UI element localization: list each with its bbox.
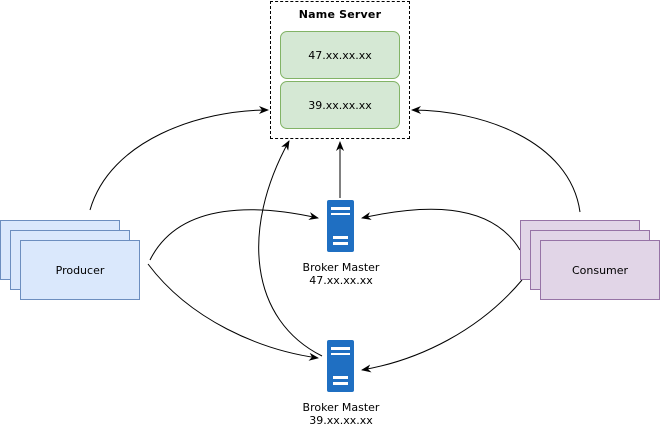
producer-label: Producer (55, 263, 105, 277)
broker-1-role: Broker Master (302, 261, 380, 274)
broker-2-role: Broker Master (302, 401, 380, 414)
arrow-producer-to-broker1 (149, 209, 319, 261)
arrow-consumer-to-nameserver (411, 106, 581, 213)
producer-node: Producer (20, 240, 140, 300)
name-server-title: Name Server (298, 8, 382, 21)
name-server-box: Name Server 47.xx.xx.xx 39.xx.xx.xx (270, 1, 410, 139)
arrow-consumer-to-broker2 (361, 279, 523, 373)
broker-1-label: Broker Master 47.xx.xx.xx (281, 261, 401, 287)
name-server-address-1: 47.xx.xx.xx (280, 31, 400, 79)
consumer-label: Consumer (571, 263, 629, 277)
arrow-producer-to-nameserver (89, 106, 269, 211)
arrow-broker2-to-nameserver (258, 140, 323, 357)
broker-1-address: 47.xx.xx.xx (309, 274, 373, 287)
name-server-address-2: 39.xx.xx.xx (280, 81, 400, 129)
broker-2-label: Broker Master 39.xx.xx.xx (281, 401, 401, 427)
arrow-consumer-to-broker1 (361, 208, 521, 251)
broker-2-address: 39.xx.xx.xx (309, 414, 373, 427)
consumer-node: Consumer (540, 240, 660, 300)
arrow-producer-to-broker2 (147, 263, 319, 361)
